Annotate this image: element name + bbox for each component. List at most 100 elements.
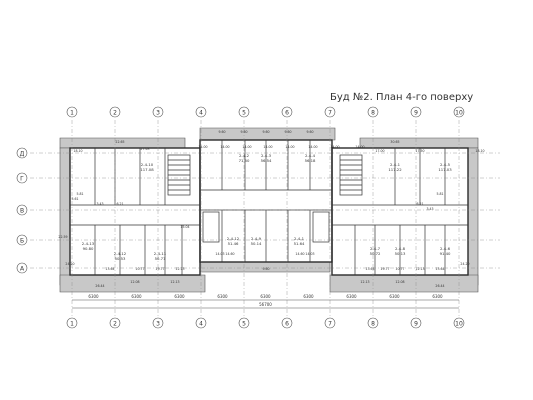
apartment-code: 2-4-8 bbox=[395, 246, 406, 251]
room-area: 6.21 bbox=[116, 202, 123, 206]
dimension-lines bbox=[72, 299, 459, 309]
room-area: 9.60 bbox=[218, 130, 225, 134]
apartment-code: 2-4-12 bbox=[227, 236, 240, 241]
apartment-code: 2-4-7 bbox=[370, 246, 381, 251]
apartment-a15: 2-4-691.40 bbox=[440, 246, 451, 256]
axis-label: 3 bbox=[156, 110, 160, 117]
apartment-code: 2-4-4 bbox=[305, 153, 316, 158]
room-area: 14.00 bbox=[263, 145, 272, 149]
axis-marker-10-bottom: 10 bbox=[453, 317, 465, 329]
axis-label: 3 bbox=[156, 321, 160, 328]
axis-label: 1 bbox=[70, 321, 74, 328]
bay-dimension: 6300 bbox=[303, 294, 314, 299]
room-area: 14.00 bbox=[355, 145, 364, 149]
apartment-code: 2-4-2 bbox=[239, 153, 250, 158]
room-area: 14.00 bbox=[242, 145, 251, 149]
bay-dimension: 6300 bbox=[389, 294, 400, 299]
axis-bubble bbox=[410, 106, 422, 118]
room-area: 17.00 bbox=[375, 149, 384, 153]
axis-bubble bbox=[109, 106, 121, 118]
apartment-a13: 2-4-750.72 bbox=[370, 246, 381, 256]
axis-marker-1-bottom: 1 bbox=[66, 317, 78, 329]
room-area: 22.59 bbox=[58, 235, 67, 239]
axis-marker-5-bottom: 5 bbox=[238, 317, 250, 329]
axis-bubble bbox=[195, 106, 207, 118]
axis-bubble bbox=[66, 317, 78, 329]
apartment-code: 2-4-1 bbox=[294, 236, 305, 241]
axis-bubble bbox=[324, 317, 336, 329]
apartment-labels: 2-4-10117.082-4-1117.222-4-271.502-4-356… bbox=[82, 153, 452, 261]
axis-marker-4-top: 4 bbox=[195, 106, 207, 118]
apartment-code: 2-4-11 bbox=[154, 251, 167, 256]
axis-bubble bbox=[195, 317, 207, 329]
axis-label: В bbox=[20, 208, 24, 215]
axis-label: 1 bbox=[70, 110, 74, 117]
apartment-area: 56.18 bbox=[305, 158, 316, 163]
room-area: 14.60 bbox=[295, 252, 304, 256]
apartment-code: 2-4-10 bbox=[141, 162, 154, 167]
bay-dimension: 6300 bbox=[217, 294, 228, 299]
axis-bubble bbox=[109, 317, 121, 329]
room-area: 24.20 bbox=[460, 262, 469, 266]
axis-marker-1-top: 1 bbox=[66, 106, 78, 118]
apartment-area: 50.72 bbox=[370, 251, 381, 256]
grid-axes bbox=[30, 120, 500, 325]
apartment-area: 50.77 bbox=[155, 256, 166, 261]
axis-label: 2 bbox=[113, 110, 117, 117]
axis-marker-7-top: 7 bbox=[324, 106, 336, 118]
axis-marker-2-bottom: 2 bbox=[109, 317, 121, 329]
apartment-a3: 2-4-271.50 bbox=[239, 153, 250, 163]
axis-label: 10 bbox=[455, 110, 463, 117]
axis-marker-7-bottom: 7 bbox=[324, 317, 336, 329]
apartment-a4: 2-4-356.54 bbox=[261, 153, 272, 163]
axis-label: 5 bbox=[242, 110, 246, 117]
axis-label: 6 bbox=[285, 321, 289, 328]
axis-bubble bbox=[16, 234, 28, 246]
room-area: 9.60 bbox=[306, 130, 313, 134]
room-area: 12.13 bbox=[415, 267, 424, 271]
bay-dimension: 6300 bbox=[131, 294, 142, 299]
room-area: 9.60 bbox=[262, 130, 269, 134]
axis-marker-Б: Б bbox=[16, 234, 28, 246]
axis-label: 4 bbox=[199, 321, 203, 328]
room-area: 14.00 bbox=[285, 145, 294, 149]
axis-bubble bbox=[367, 106, 379, 118]
room-area: 5.81 bbox=[76, 192, 83, 196]
room-area: 3.43 bbox=[96, 202, 103, 206]
axis-label: А bbox=[20, 266, 25, 273]
room-area: 9.60 bbox=[240, 130, 247, 134]
room-area: 24.20 bbox=[65, 262, 74, 266]
axis-marker-9-top: 9 bbox=[410, 106, 422, 118]
bay-dimension: 6300 bbox=[174, 294, 185, 299]
apartment-code: 2-4-13 bbox=[82, 241, 95, 246]
apartment-code: 2-4-1 bbox=[390, 162, 401, 167]
room-area: 17.50 bbox=[415, 149, 424, 153]
room-area: 26.44 bbox=[95, 284, 104, 288]
room-area: 14.00 bbox=[198, 145, 207, 149]
bay-dimension: 6300 bbox=[346, 294, 357, 299]
axis-label: 8 bbox=[371, 321, 375, 328]
bay-dimension: 6300 bbox=[260, 294, 271, 299]
axis-label: 2 bbox=[113, 321, 117, 328]
apartment-area: 50.53 bbox=[115, 256, 126, 261]
room-area: 14.03 bbox=[305, 252, 314, 256]
axis-bubble bbox=[16, 204, 28, 216]
axis-bubble bbox=[367, 317, 379, 329]
axis-bubble bbox=[16, 147, 28, 159]
room-area: 14.00 bbox=[220, 145, 229, 149]
room-area: 13.64 bbox=[365, 267, 374, 271]
axis-label: 7 bbox=[328, 321, 332, 328]
apartment-area: 71.50 bbox=[239, 158, 250, 163]
axis-marker-3-bottom: 3 bbox=[152, 317, 164, 329]
plan-title: Буд №2. План 4-го поверху bbox=[330, 92, 474, 103]
axis-bubble bbox=[453, 317, 465, 329]
apartment-area: 50.14 bbox=[251, 241, 262, 246]
apartment-area: 50.13 bbox=[395, 251, 406, 256]
apartment-code: 2-4-9 bbox=[251, 236, 262, 241]
apartment-code: 2-4-5 bbox=[440, 162, 451, 167]
axis-bubble bbox=[238, 106, 250, 118]
room-area: 18.10 bbox=[475, 149, 484, 153]
